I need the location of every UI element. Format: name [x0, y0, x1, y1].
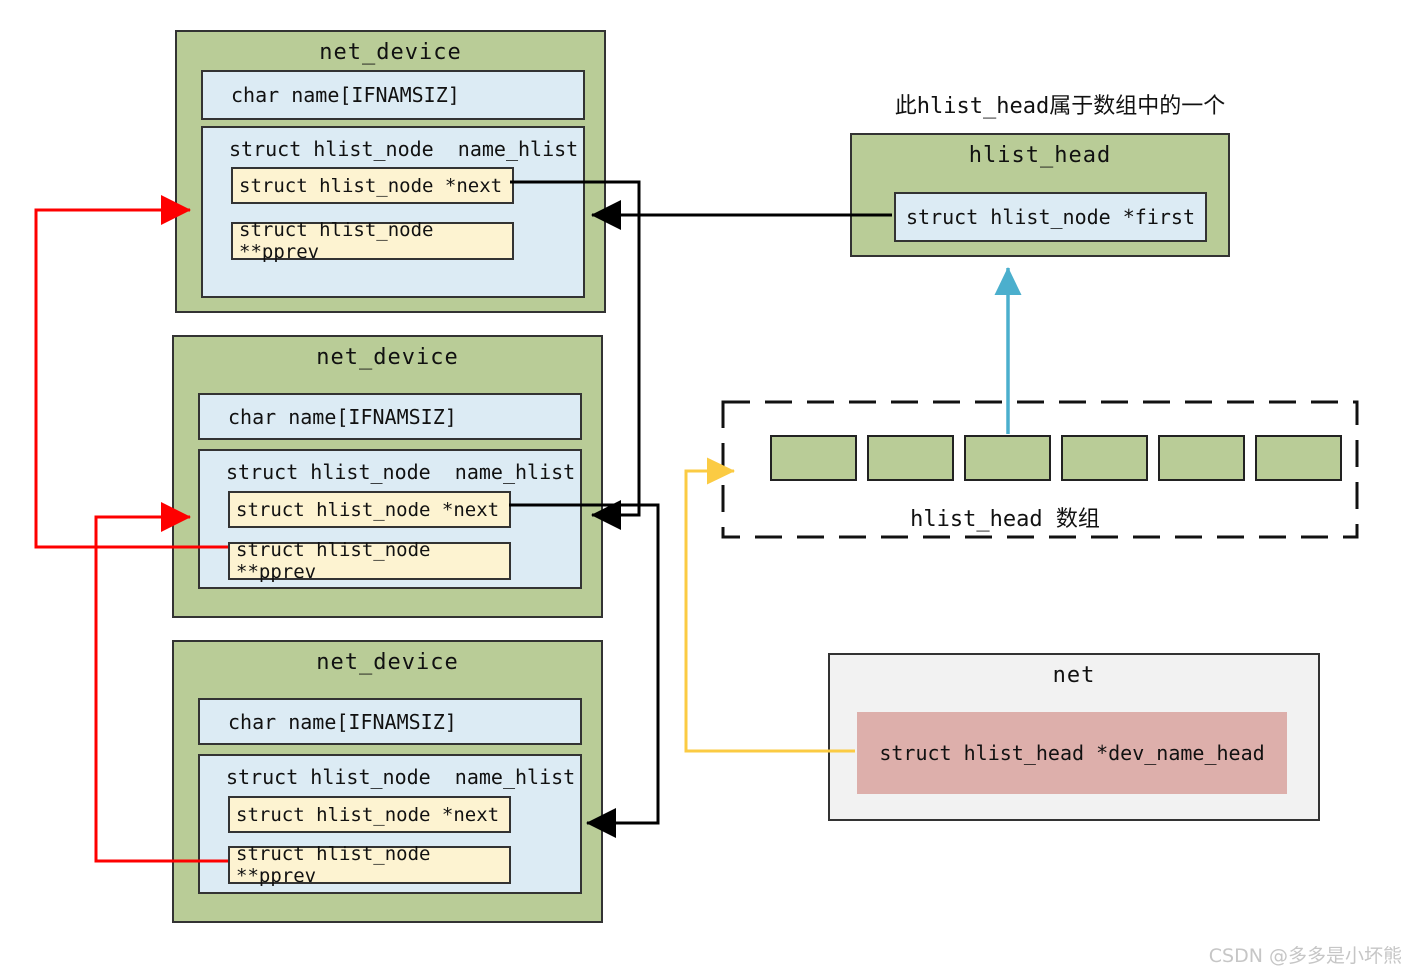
pprev-pointer-field: struct hlist_node **pprev: [228, 843, 511, 887]
hlist-node-heading: struct hlist_node name_hlist: [229, 137, 579, 161]
array-cell: [867, 435, 954, 481]
char-name-field: char name[IFNAMSIZ]: [198, 698, 582, 745]
net-box: net struct hlist_head *dev_name_head: [828, 653, 1320, 821]
net-device-title: net_device: [319, 40, 462, 65]
hlist-node-container: struct hlist_node name_hlist struct hlis…: [201, 126, 585, 298]
net-device-box-3: net_device char name[IFNAMSIZ] struct hl…: [172, 640, 603, 923]
pprev-pointer-field: struct hlist_node **pprev: [228, 539, 511, 583]
net-title: net: [1052, 663, 1096, 688]
array-cell: [1061, 435, 1148, 481]
hlist-node-container: struct hlist_node name_hlist struct hlis…: [198, 449, 582, 589]
char-name-field: char name[IFNAMSIZ]: [198, 393, 582, 440]
hlist-head-array-cells: [770, 435, 1342, 481]
hlist-head-caption: 此hlist_head属于数组中的一个: [894, 94, 1226, 119]
array-cell: [1158, 435, 1245, 481]
net-device-title: net_device: [316, 650, 459, 675]
hlist-head-title: hlist_head: [968, 143, 1112, 168]
hlist-node-heading: struct hlist_node name_hlist: [226, 460, 576, 484]
array-cell: [1255, 435, 1342, 481]
next-pointer-field: struct hlist_node *next: [228, 796, 511, 833]
dev-name-head-field: struct hlist_head *dev_name_head: [857, 712, 1287, 794]
net-device-title: net_device: [316, 345, 459, 370]
next-pointer-field: struct hlist_node *next: [228, 491, 511, 528]
hlist-head-box: hlist_head struct hlist_node *first: [850, 133, 1230, 257]
array-cell: [964, 435, 1051, 481]
hlist-head-array-label: hlist_head 数组: [910, 507, 1100, 532]
next-pointer-field: struct hlist_node *next: [231, 167, 514, 204]
net-device-box-1: net_device char name[IFNAMSIZ] struct hl…: [175, 30, 606, 313]
pprev-pointer-field: struct hlist_node **pprev: [231, 219, 514, 263]
net-device-box-2: net_device char name[IFNAMSIZ] struct hl…: [172, 335, 603, 618]
hlist-node-heading: struct hlist_node name_hlist: [226, 765, 576, 789]
char-name-field: char name[IFNAMSIZ]: [201, 70, 585, 120]
watermark: CSDN @多多是小坏熊: [1208, 945, 1402, 967]
hlist-node-container: struct hlist_node name_hlist struct hlis…: [198, 754, 582, 894]
array-cell: [770, 435, 857, 481]
first-pointer-field: struct hlist_node *first: [894, 192, 1207, 242]
